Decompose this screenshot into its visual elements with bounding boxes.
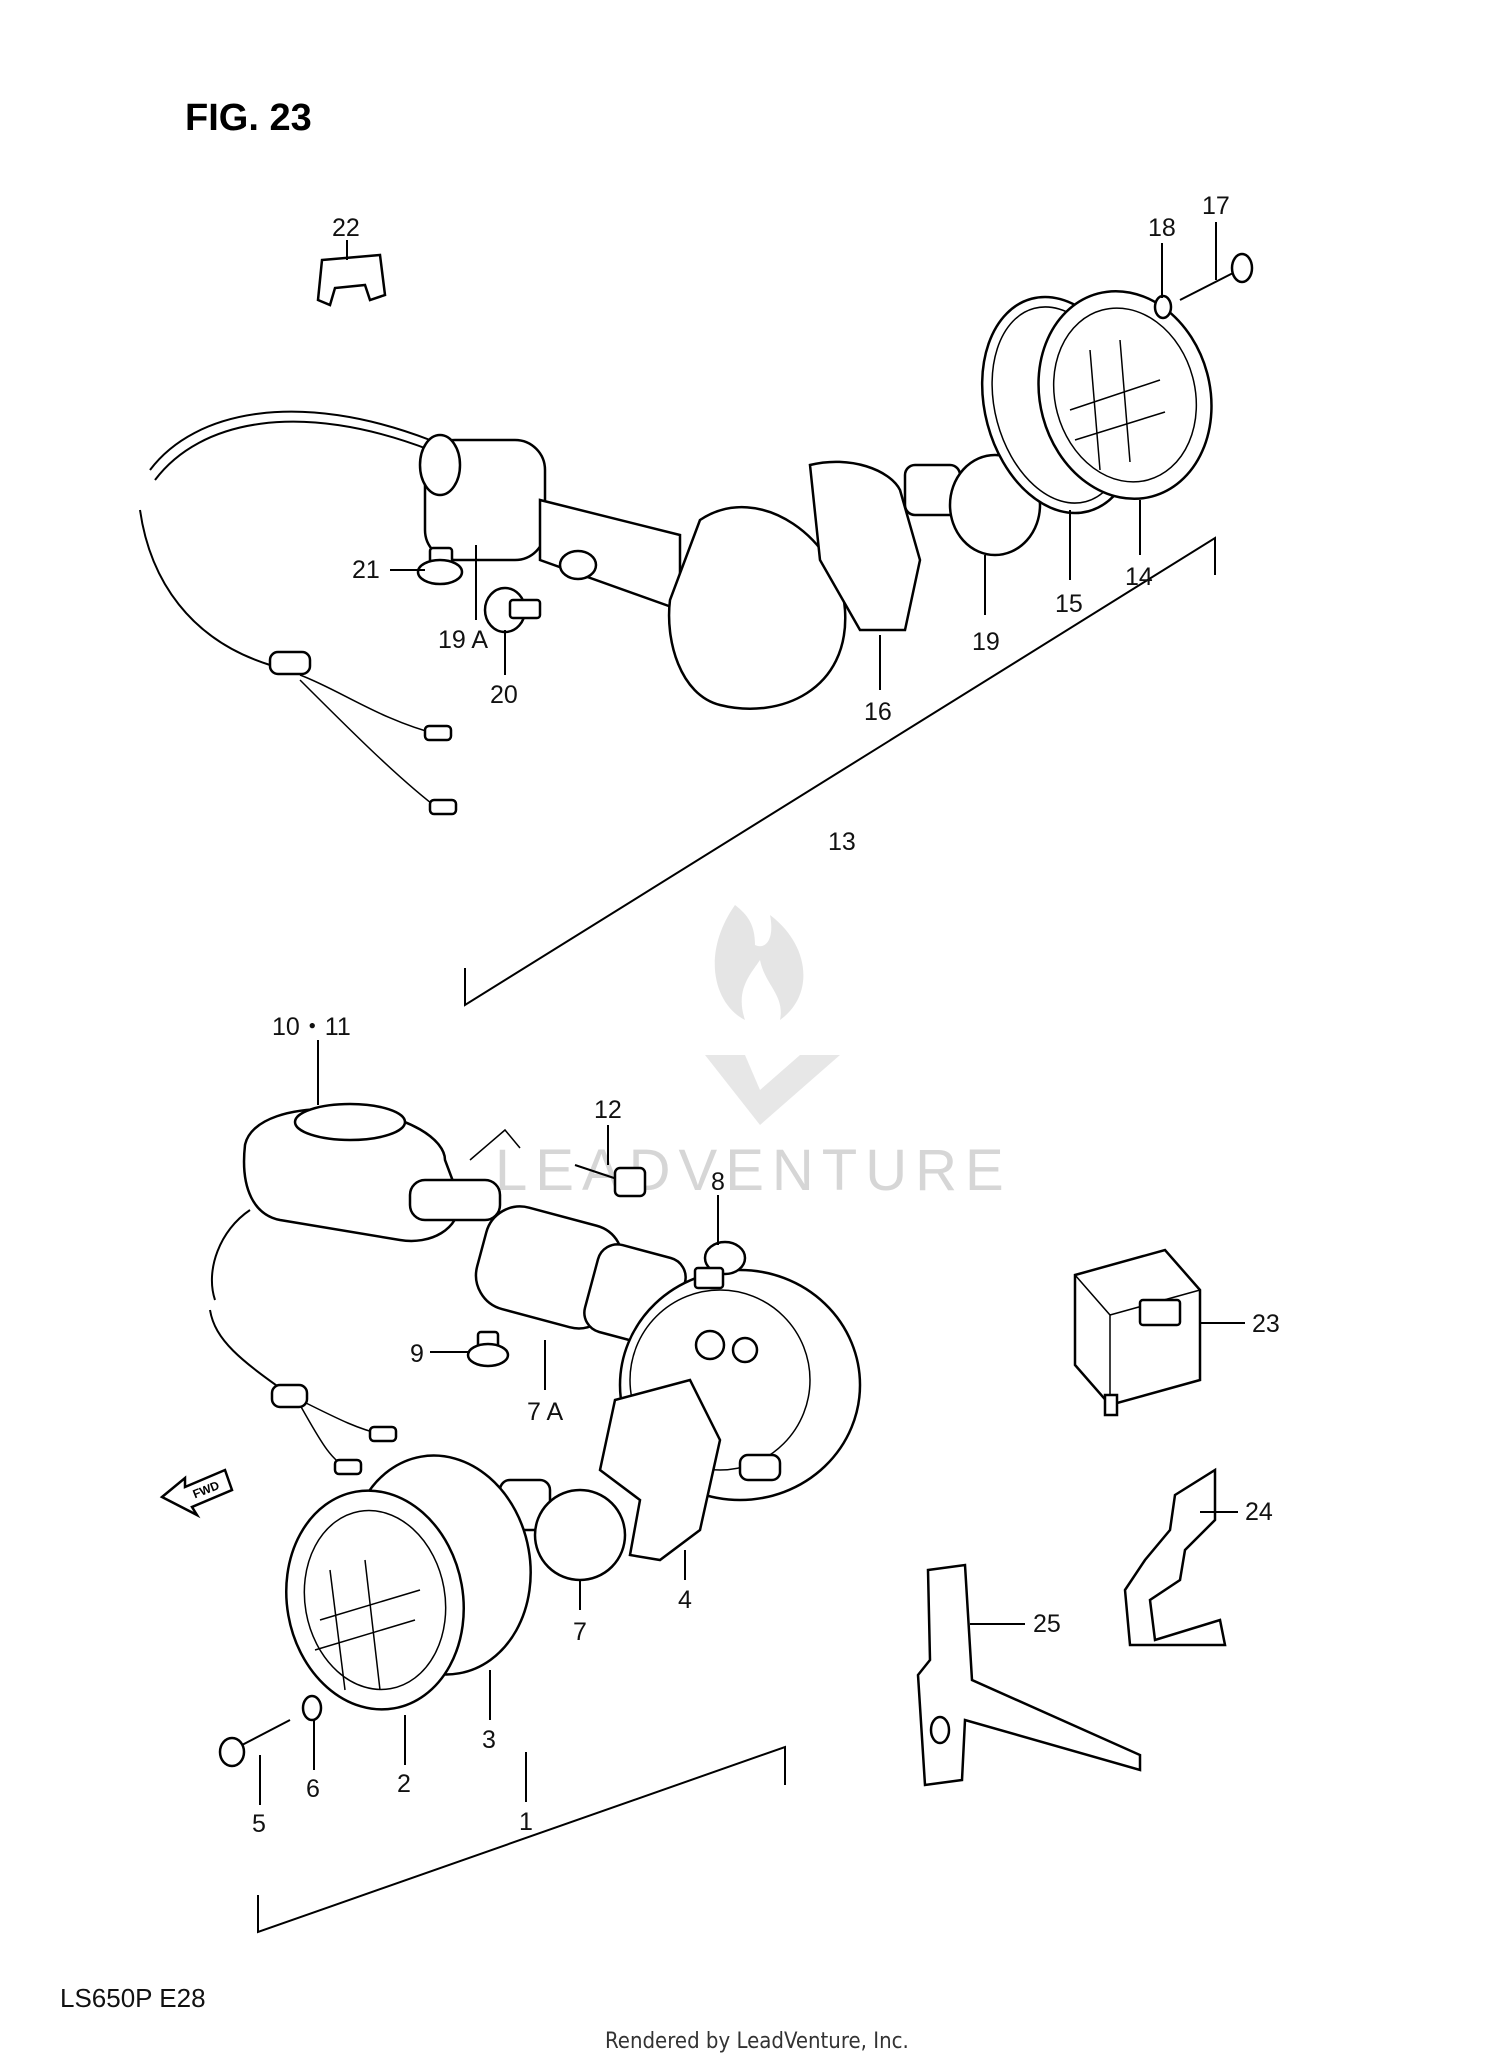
- callout-labels: 22 17 18 14 15 19 16 21 19 A 20 13 10・11…: [252, 192, 1280, 1838]
- callout-14: 14: [1125, 563, 1153, 591]
- callout-4: 4: [678, 1586, 692, 1614]
- handlebar-clamp-10-11: [242, 1107, 462, 1243]
- screw-21: [416, 546, 464, 586]
- callout-25: 25: [1033, 1610, 1061, 1638]
- callout-10-11: 10・11: [272, 1013, 351, 1041]
- callout-7a: 7 A: [527, 1398, 563, 1426]
- wire-connector: [268, 650, 312, 676]
- figure-title: FIG. 23: [185, 97, 312, 139]
- callout-21: 21: [352, 556, 380, 584]
- bracket-1: [257, 1745, 786, 1934]
- lower-turn-signal-assembly: [209, 1102, 862, 1934]
- watermark-text: LEADVENTURE: [495, 1138, 1012, 1203]
- callout-20: 20: [490, 681, 518, 709]
- forward-direction-arrow-icon: FWD: [159, 1468, 234, 1519]
- screw-20: [483, 586, 542, 634]
- screw-5: [218, 1719, 291, 1768]
- callout-7: 7: [573, 1618, 587, 1646]
- stem-end: [418, 433, 462, 497]
- clamp-shaft: [408, 1178, 502, 1222]
- callout-1: 1: [519, 1808, 533, 1836]
- relay-23: [1073, 1248, 1202, 1417]
- callout-13: 13: [828, 828, 856, 856]
- screw-9: [466, 1330, 510, 1368]
- wire-terminal: [368, 1425, 398, 1443]
- callout-15: 15: [1055, 590, 1083, 618]
- callout-2: 2: [397, 1770, 411, 1798]
- callout-24: 24: [1245, 1498, 1273, 1526]
- callout-3: 3: [482, 1726, 496, 1754]
- callout-12: 12: [594, 1096, 622, 1124]
- lens-2: [285, 1489, 465, 1711]
- screw-8: [693, 1240, 747, 1290]
- callout-8: 8: [711, 1168, 725, 1196]
- leader-lines: [259, 222, 1245, 1805]
- signal-neck: [538, 498, 682, 612]
- watermark-logo: [705, 905, 840, 1125]
- callout-6: 6: [306, 1775, 320, 1803]
- callout-18: 18: [1148, 214, 1176, 242]
- clamp-22: [316, 253, 387, 307]
- washer-18: [1153, 294, 1173, 320]
- wire-terminal: [428, 798, 458, 816]
- callout-19: 19: [972, 628, 1000, 656]
- screw-12: [574, 1164, 647, 1198]
- callout-22: 22: [332, 214, 360, 242]
- bracket-24: [1123, 1467, 1227, 1647]
- wire-connector: [270, 1383, 309, 1409]
- reflector-plate: [808, 460, 922, 632]
- footer-credit: Rendered by LeadVenture, Inc.: [605, 2029, 909, 2054]
- signal-housing-16: [667, 506, 847, 710]
- callout-23: 23: [1252, 1310, 1280, 1338]
- washer-6: [301, 1694, 323, 1722]
- upper-turn-signal-assembly: [139, 252, 1254, 1007]
- wire-terminal: [333, 1458, 363, 1476]
- bracket-13: [464, 536, 1216, 1007]
- bracket-25: [916, 1563, 1142, 1787]
- callout-19a: 19 A: [438, 626, 488, 654]
- reflector-plate-4: [598, 1378, 722, 1562]
- wire-terminal: [423, 724, 453, 742]
- callout-16: 16: [864, 698, 892, 726]
- model-code: LS650P E28: [60, 1983, 206, 2013]
- screw-17: [1179, 252, 1254, 301]
- callout-9: 9: [410, 1340, 424, 1368]
- callout-5: 5: [252, 1810, 266, 1838]
- callout-17: 17: [1202, 192, 1230, 220]
- mount-hole: [558, 549, 598, 581]
